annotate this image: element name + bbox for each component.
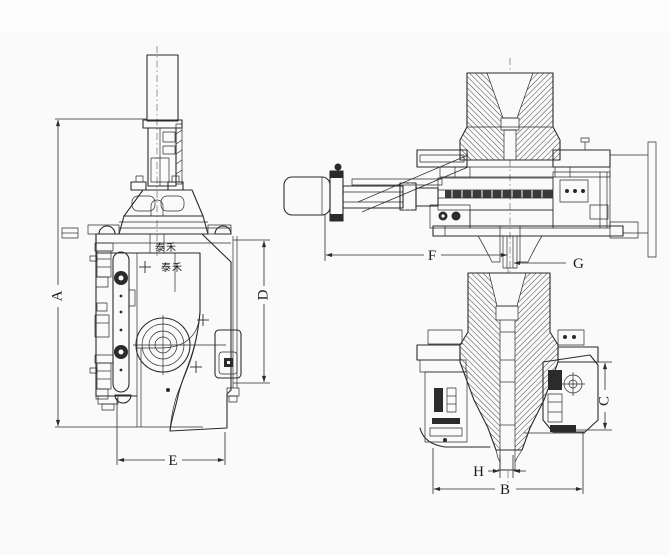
left-slide-plate <box>112 251 136 404</box>
center-marks <box>139 261 209 373</box>
dimension-g: G <box>513 256 584 272</box>
dimension-a: A <box>49 118 203 428</box>
scan-background <box>0 33 670 555</box>
logo-text-line1: 泰禾 <box>155 241 177 254</box>
bottom-section-view: C H B <box>416 268 612 498</box>
housing-cap <box>118 189 231 235</box>
dim-label-e: E <box>168 453 177 469</box>
left-clamps <box>89 242 119 411</box>
dimension-f: F <box>324 215 508 264</box>
dimension-d: D <box>233 239 271 384</box>
dim-label-c: C <box>596 396 612 406</box>
dim-label-b: B <box>500 482 510 498</box>
side-section-view: F G <box>283 58 657 272</box>
dim-label-d: D <box>255 289 271 300</box>
side-flanges <box>416 137 611 178</box>
left-bearing-assembly <box>419 329 491 448</box>
spindle-block <box>459 72 561 161</box>
right-gear-housing <box>552 141 657 258</box>
logo-text-line2: 泰禾 <box>161 261 183 274</box>
right-bracket <box>214 236 242 403</box>
input-shaft-assembly <box>283 154 469 222</box>
dim-label-g: G <box>573 256 584 272</box>
spindle-section-mass <box>459 272 559 471</box>
dim-label-h: H <box>473 464 484 480</box>
dim-label-a: A <box>49 290 65 301</box>
base-and-nose <box>432 221 639 269</box>
spindle-boss <box>133 315 226 392</box>
dimension-h: H <box>473 455 526 480</box>
right-bearing-assembly <box>524 329 599 434</box>
front-view: 泰禾 泰禾 A D E <box>49 46 271 469</box>
dimension-e: E <box>116 398 226 469</box>
dimension-b: B <box>432 432 584 498</box>
dim-label-f: F <box>428 248 436 264</box>
column-assembly <box>147 123 183 187</box>
dimension-c: C <box>560 361 612 431</box>
